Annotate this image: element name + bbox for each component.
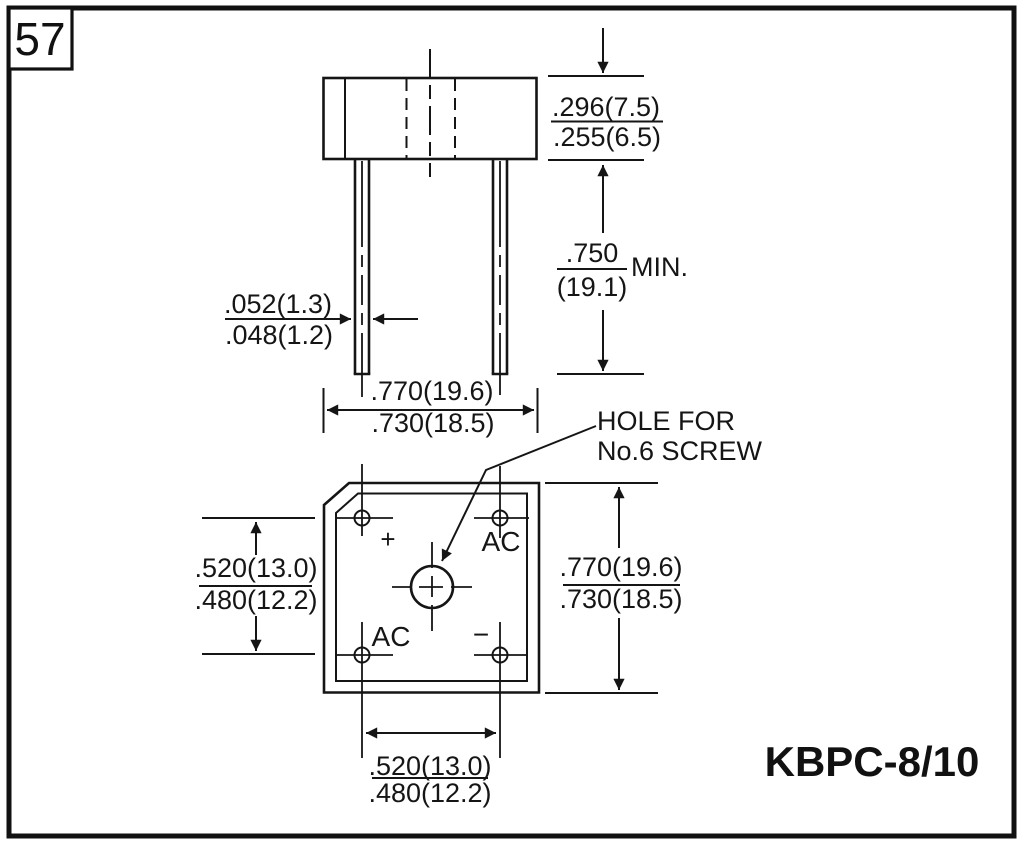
base-inner-outline bbox=[335, 492, 528, 682]
hole-note-line2: No.6 SCREW bbox=[597, 436, 763, 466]
dimension-value: (19.1) bbox=[557, 272, 628, 302]
lead-width-dimension: .052(1.3) .048(1.2) bbox=[224, 289, 418, 350]
page-number: 57 bbox=[14, 13, 65, 65]
leader-line bbox=[441, 425, 597, 562]
terminal-label-ac-top: AC bbox=[482, 526, 521, 557]
left-lead bbox=[353, 159, 371, 397]
terminal-pin-top-right bbox=[474, 466, 529, 538]
dimension-value: .730(18.5) bbox=[559, 584, 682, 614]
right-lead bbox=[491, 159, 509, 395]
terminal-label-ac-bottom: AC bbox=[372, 621, 411, 652]
bottom-view: + AC AC − HOLE FOR No.6 SCREW .520(13.0)… bbox=[194, 406, 762, 808]
body-size-dimension: .770(19.6) .730(18.5) bbox=[545, 482, 683, 694]
dimension-value: .048(1.2) bbox=[225, 320, 333, 350]
dimension-value: .750 bbox=[566, 238, 619, 268]
hole-spacing-horizontal-dimension: .520(13.0) .480(12.2) bbox=[366, 727, 496, 808]
dimension-value: .520(13.0) bbox=[194, 553, 317, 583]
lead-length-dimension: .750 (19.1) MIN. bbox=[557, 165, 688, 375]
dimension-value: .480(12.2) bbox=[368, 778, 491, 808]
base-outline bbox=[322, 481, 541, 694]
dimension-value: .770(19.6) bbox=[559, 552, 682, 582]
terminal-label-positive: + bbox=[380, 524, 395, 554]
dimension-value: .730(18.5) bbox=[371, 408, 494, 438]
page-border bbox=[6, 5, 1017, 839]
hole-note-line1: HOLE FOR bbox=[597, 406, 735, 436]
body-height-dimension: .296(7.5) .255(6.5) bbox=[548, 28, 663, 161]
hole-note: HOLE FOR No.6 SCREW bbox=[441, 406, 763, 562]
body-width-dimension: .770(19.6) .730(18.5) bbox=[322, 376, 539, 438]
mounting-hole bbox=[392, 542, 472, 631]
dimension-value: .520(13.0) bbox=[368, 751, 491, 781]
terminal-pin-top-left bbox=[336, 464, 393, 536]
dimension-value: .052(1.3) bbox=[224, 289, 332, 319]
page-number-box bbox=[7, 6, 74, 71]
terminal-label-negative: − bbox=[473, 619, 489, 650]
part-number-label: KBPC-8/10 bbox=[765, 738, 980, 785]
dimension-qualifier: MIN. bbox=[631, 252, 688, 282]
terminal-pin-bottom-right bbox=[474, 622, 528, 758]
side-view: .296(7.5) .255(6.5) .750 (19.1) MIN. .05… bbox=[224, 28, 688, 438]
dimension-value: .480(12.2) bbox=[194, 585, 317, 615]
dimension-value: .770(19.6) bbox=[370, 376, 493, 406]
dimension-value: .255(6.5) bbox=[553, 122, 661, 152]
hole-spacing-vertical-dimension: .520(13.0) .480(12.2) bbox=[194, 517, 318, 655]
dimension-value: .296(7.5) bbox=[552, 92, 660, 122]
terminal-pin-bottom-left bbox=[335, 622, 393, 758]
